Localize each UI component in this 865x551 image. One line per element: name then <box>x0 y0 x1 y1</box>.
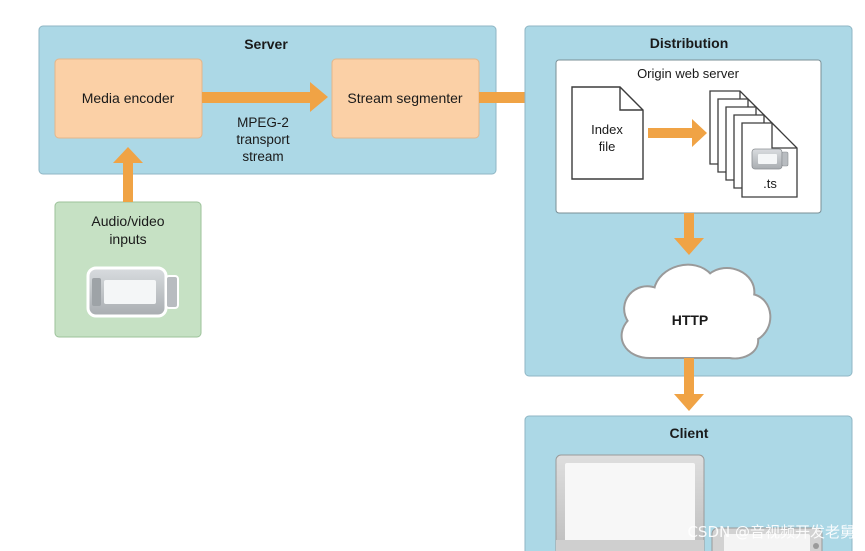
media-encoder-box: Media encoder <box>54 58 203 139</box>
index-to-segments-arrow <box>648 119 707 147</box>
camcorder-icon <box>86 266 179 318</box>
segment-files-stack: .ts <box>709 90 798 198</box>
http-label: HTTP <box>672 312 709 328</box>
transport-line-1: MPEG-2 <box>237 115 289 130</box>
index-file-line-2: file <box>599 139 616 154</box>
segment-ts-label: .ts <box>763 176 777 191</box>
origin-to-cloud-arrow <box>674 213 704 255</box>
origin-server-title: Origin web server <box>637 66 740 81</box>
inputs-line-2: inputs <box>109 231 146 247</box>
inputs-line-1: Audio/video <box>91 213 164 229</box>
transport-stream-label: MPEG-2 transport stream <box>236 115 290 164</box>
server-title: Server <box>244 36 288 52</box>
index-file-icon: Index file <box>571 86 644 180</box>
index-file-line-1: Index <box>591 122 623 137</box>
inputs-to-encoder-arrow <box>113 147 143 202</box>
segmenter-to-distribution-arrow <box>479 82 549 112</box>
laptop-icon <box>555 454 705 551</box>
transport-line-2: transport <box>236 132 290 147</box>
segment-camcorder-icon <box>751 148 789 170</box>
stream-segmenter-box: Stream segmenter <box>331 58 480 139</box>
distribution-title: Distribution <box>650 35 729 51</box>
transport-line-3: stream <box>242 149 283 164</box>
phone-icon <box>711 527 823 551</box>
http-cloud-icon: HTTP <box>620 263 772 360</box>
encoder-to-segmenter-arrow <box>202 82 328 112</box>
stream-segmenter-label: Stream segmenter <box>347 90 462 106</box>
watermark-text: CSDN @音视频开发老舅 <box>687 523 855 541</box>
distribution-to-client-arrow <box>674 358 704 411</box>
media-encoder-label: Media encoder <box>82 90 175 106</box>
client-title: Client <box>670 425 709 441</box>
